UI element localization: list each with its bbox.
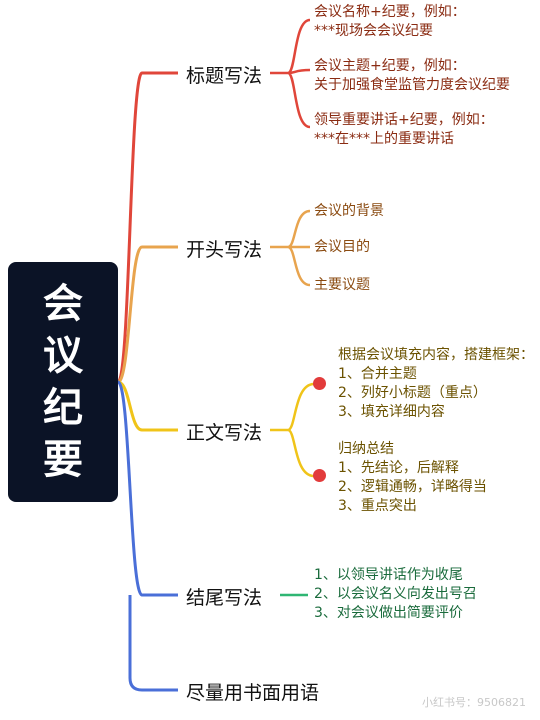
leaf-opening-2: 会议目的 bbox=[314, 239, 370, 255]
leaf-line: 关于加强食堂监管力度会议纪要 bbox=[314, 77, 510, 93]
connector-opening-leaves bbox=[270, 209, 311, 287]
connector-language bbox=[128, 595, 178, 692]
leaf-title-2: 会议主题+纪要，例如： 关于加强食堂监管力度会议纪要 bbox=[314, 57, 510, 95]
leaf-line: 会议主题+纪要，例如： bbox=[314, 58, 466, 74]
branch-ending: 结尾写法 bbox=[186, 587, 263, 609]
root-char: 会 bbox=[43, 281, 83, 327]
leaf-line: ***在***上的重要讲话 bbox=[314, 131, 454, 147]
leaf-line: 3、填充详细内容 bbox=[338, 404, 445, 420]
leaf-body-1: 根据会议填充内容，搭建框架： 1、合并主题 2、列好小标题（重点） 3、填充详细… bbox=[338, 346, 534, 422]
root-char: 要 bbox=[43, 437, 83, 483]
leaf-line: 2、以会议名义向发出号召 bbox=[314, 586, 477, 602]
leaf-line: 归纳总结 bbox=[338, 441, 394, 457]
leaf-line: 1、先结论，后解释 bbox=[338, 460, 459, 476]
branch-language: 尽量用书面用语 bbox=[186, 682, 320, 704]
watermark: 小红书号：9506821 bbox=[422, 696, 526, 709]
leaf-title-1: 会议名称+纪要，例如： ***现场会会议纪要 bbox=[314, 3, 466, 41]
leaf-line: 3、重点突出 bbox=[338, 498, 417, 514]
root-char: 议 bbox=[43, 333, 83, 379]
root-node: 会 议 纪 要 bbox=[8, 262, 118, 502]
leaf-opening-3: 主要议题 bbox=[314, 277, 370, 293]
connector-title bbox=[116, 71, 178, 384]
bullet-dot bbox=[313, 377, 326, 390]
leaf-title-3: 领导重要讲话+纪要，例如： ***在***上的重要讲话 bbox=[314, 111, 494, 149]
leaf-line: 2、列好小标题（重点） bbox=[338, 385, 487, 401]
leaf-line: 2、逻辑通畅，详略得当 bbox=[338, 479, 487, 495]
leaf-line: 1、合并主题 bbox=[338, 366, 417, 382]
leaf-line: 会议名称+纪要，例如： bbox=[314, 4, 466, 20]
connector-ending bbox=[116, 380, 178, 597]
leaf-line: 1、以领导讲话作为收尾 bbox=[314, 567, 463, 583]
leaf-line: 领导重要讲话+纪要，例如： bbox=[314, 112, 494, 128]
connector-title-leaves bbox=[270, 18, 311, 129]
connector-body-leaves bbox=[270, 382, 315, 478]
branch-opening: 开头写法 bbox=[186, 239, 263, 261]
leaf-line: 根据会议填充内容，搭建框架： bbox=[338, 347, 534, 363]
branch-title: 标题写法 bbox=[186, 65, 263, 87]
connector-opening bbox=[116, 245, 178, 384]
branch-body: 正文写法 bbox=[186, 422, 263, 444]
bullet-dot bbox=[313, 469, 326, 482]
leaf-line: ***现场会会议纪要 bbox=[314, 23, 433, 39]
leaf-ending-1: 1、以领导讲话作为收尾 2、以会议名义向发出号召 3、对会议做出简要评价 bbox=[314, 566, 477, 623]
leaf-opening-1: 会议的背景 bbox=[314, 203, 384, 219]
leaf-line: 3、对会议做出简要评价 bbox=[314, 605, 463, 621]
connector-body bbox=[117, 380, 178, 432]
root-char: 纪 bbox=[43, 385, 83, 431]
leaf-body-2: 归纳总结 1、先结论，后解释 2、逻辑通畅，详略得当 3、重点突出 bbox=[338, 440, 487, 516]
